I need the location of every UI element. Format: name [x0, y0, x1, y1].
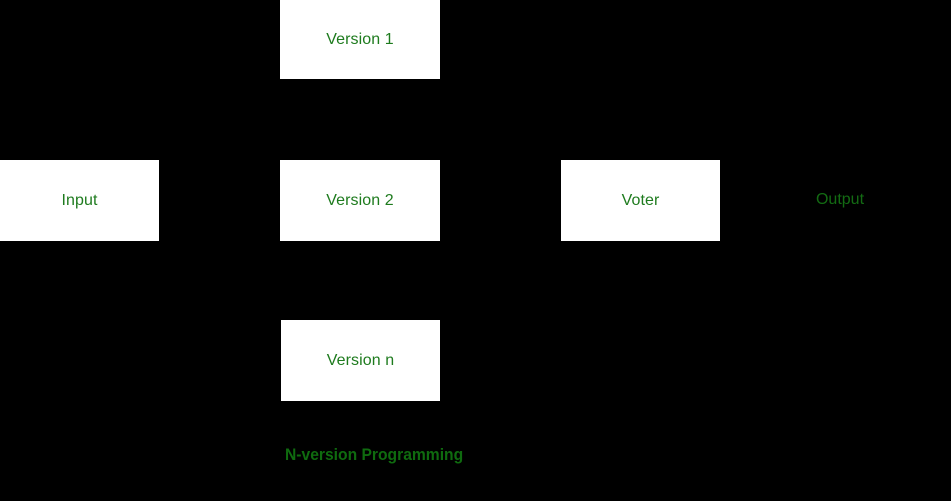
- node-voter-label: Voter: [621, 191, 660, 209]
- node-version-2-label: Version 2: [326, 191, 394, 209]
- connector-voter-to-output: [720, 200, 800, 201]
- node-input[interactable]: Input: [0, 160, 159, 241]
- connector-version-n-to-voter: [440, 360, 501, 361]
- diagram-caption: N-version Programming: [285, 445, 464, 464]
- node-version-n[interactable]: Version n: [281, 320, 440, 401]
- node-version-2[interactable]: Version 2: [280, 160, 440, 241]
- connector-version-2-to-voter: [440, 200, 561, 201]
- node-voter[interactable]: Voter: [561, 160, 720, 241]
- node-version-n-label: Version n: [326, 351, 395, 369]
- node-version-1-label: Version 1: [326, 30, 394, 48]
- connector-branch-to-version-n: [220, 360, 281, 361]
- connector-version-1-to-voter: [440, 40, 501, 41]
- node-input-label: Input: [61, 191, 98, 209]
- connector-input-branch-vertical: [220, 40, 221, 360]
- connector-branch-to-version-1: [220, 40, 280, 41]
- connector-merge-vertical: [501, 40, 502, 360]
- label-output: Output: [815, 191, 865, 208]
- connector-input-to-versions: [159, 200, 280, 201]
- node-version-1[interactable]: Version 1: [280, 0, 440, 79]
